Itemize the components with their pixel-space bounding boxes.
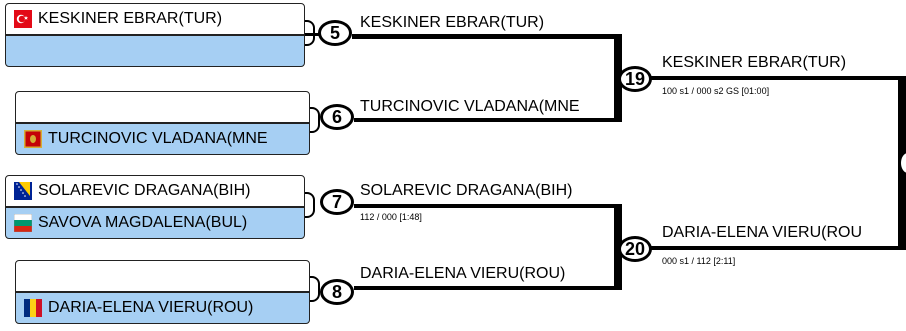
competitor-box-top-m7[interactable]: SOLAREVIC DRAGANA(BIH) bbox=[5, 175, 305, 207]
winner-line-6 bbox=[354, 118, 622, 122]
match-number: 6 bbox=[331, 106, 342, 127]
bracket-hook bbox=[305, 192, 315, 218]
competitor-box-top-m5[interactable]: KESKINER EBRAR(TUR) bbox=[5, 3, 305, 35]
match-number-badge-19[interactable]: 19 bbox=[618, 66, 652, 92]
romania-flag-icon bbox=[24, 299, 42, 317]
winner-line-7 bbox=[354, 204, 622, 208]
match-winner-name-20: DARIA-ELENA VIERU(ROU bbox=[662, 224, 863, 241]
match-score-19: 100 s1 / 000 s2 GS [01:00] bbox=[662, 86, 770, 96]
montenegro-flag-icon bbox=[24, 130, 42, 148]
winner-line-8 bbox=[354, 286, 622, 290]
competitor-name: TURCINOVIC VLADANA(MNE bbox=[48, 130, 268, 147]
competitor-name: KESKINER EBRAR(TUR) bbox=[38, 10, 223, 27]
match-winner-name-5: KESKINER EBRAR(TUR) bbox=[360, 14, 545, 31]
bosnia-flag-icon bbox=[14, 182, 32, 200]
connector-line bbox=[305, 33, 325, 36]
bulgaria-flag-icon bbox=[14, 214, 32, 232]
match-number: 5 bbox=[329, 22, 340, 43]
winner-line-20 bbox=[650, 246, 906, 250]
competitor-box-top-m8[interactable] bbox=[15, 260, 310, 292]
competitor-name: SAVOVA MAGDALENA(BUL) bbox=[38, 214, 248, 231]
winner-line-19 bbox=[650, 76, 900, 80]
match-number-badge-20[interactable]: 20 bbox=[618, 236, 652, 262]
competitor-name: SOLAREVIC DRAGANA(BIH) bbox=[38, 182, 251, 199]
match-number: 20 bbox=[624, 238, 646, 259]
match-number: 19 bbox=[624, 68, 646, 89]
competitor-box-bottom-m7[interactable]: SAVOVA MAGDALENA(BUL) bbox=[5, 207, 305, 239]
match-number-badge-5[interactable]: 5 bbox=[318, 20, 352, 46]
competitor-box-bottom-m6[interactable]: TURCINOVIC VLADANA(MNE bbox=[15, 123, 310, 155]
match-winner-name-7: SOLAREVIC DRAGANA(BIH) bbox=[360, 182, 573, 199]
match-winner-name-19: KESKINER EBRAR(TUR) bbox=[662, 54, 847, 71]
match-number-badge-6[interactable]: 6 bbox=[320, 104, 354, 130]
competitor-box-top-m6[interactable] bbox=[15, 91, 310, 123]
match-number: 7 bbox=[331, 191, 342, 212]
match-score-20: 000 s1 / 112 [2:11] bbox=[662, 256, 736, 266]
match-winner-name-6: TURCINOVIC VLADANA(MNE bbox=[360, 98, 580, 115]
winner-line-5 bbox=[352, 34, 622, 39]
bracket-hook bbox=[310, 107, 320, 133]
match-number-badge-8[interactable]: 8 bbox=[320, 279, 354, 305]
competitor-box-bottom-m8[interactable]: DARIA-ELENA VIERU(ROU) bbox=[15, 292, 310, 324]
match-winner-name-8: DARIA-ELENA VIERU(ROU) bbox=[360, 265, 566, 282]
bracket-hook bbox=[310, 276, 320, 302]
competitor-name: DARIA-ELENA VIERU(ROU) bbox=[48, 299, 254, 316]
match-score-7: 112 / 000 [1:48] bbox=[360, 212, 422, 222]
competitor-box-bottom-m5[interactable] bbox=[5, 35, 305, 67]
match-number-badge-7[interactable]: 7 bbox=[320, 189, 354, 215]
turkey-flag-icon bbox=[14, 10, 32, 28]
match-number: 8 bbox=[331, 281, 342, 302]
